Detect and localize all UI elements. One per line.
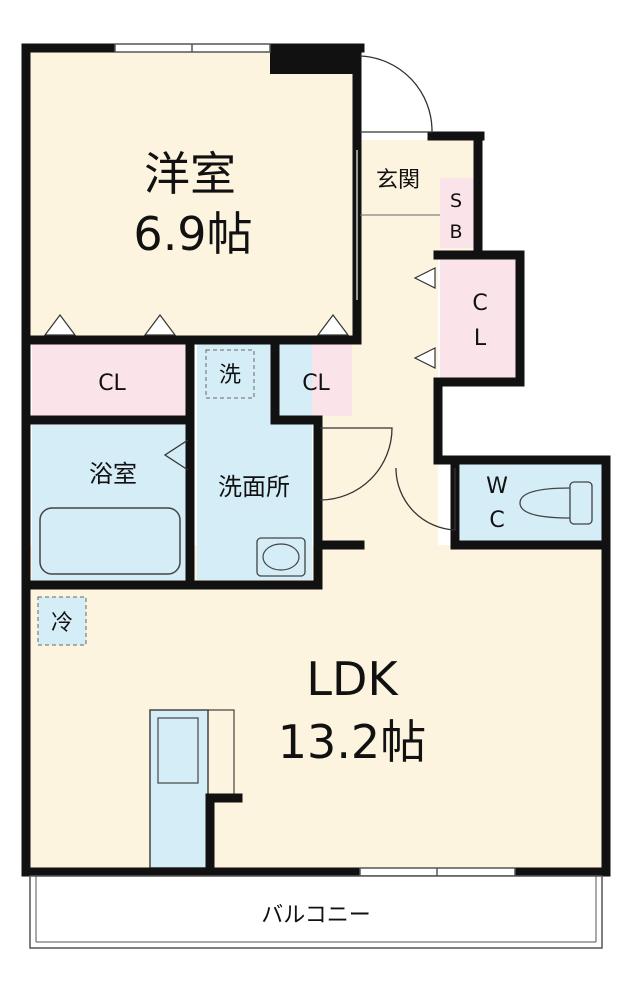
shoe-box-label-bottom: B xyxy=(449,221,462,243)
western-room-area xyxy=(30,52,357,340)
kitchen-counter xyxy=(149,709,209,869)
shoe-box-label-top: S xyxy=(450,190,462,212)
western-room-name: 洋室 xyxy=(144,147,236,201)
fridge-label: 冷 xyxy=(51,611,73,636)
closet-right xyxy=(440,258,516,378)
fridge-space xyxy=(37,596,87,646)
toilet-label-top: W xyxy=(486,474,508,499)
bathroom-area xyxy=(32,425,190,580)
toilet-area xyxy=(460,462,602,542)
bath-door xyxy=(163,439,189,471)
ldk-name: LDK xyxy=(306,652,399,706)
bath-label: 浴室 xyxy=(89,460,137,488)
closet-mid-label: CL xyxy=(302,371,330,396)
toilet-label-bottom: C xyxy=(489,508,504,533)
entrance-label: 玄関 xyxy=(376,168,420,193)
wash-basin xyxy=(256,537,306,577)
closet-door-markers xyxy=(43,267,436,369)
toilet-tank xyxy=(569,481,593,525)
ldk-size: 13.2帖 xyxy=(278,715,426,769)
balcony-label: バルコニー xyxy=(261,903,371,928)
pillar xyxy=(270,44,358,74)
kitchen-partition xyxy=(208,709,235,795)
shoe-box xyxy=(440,178,474,248)
washroom-door xyxy=(319,427,393,501)
closet-left xyxy=(32,343,188,416)
kitchen-sink xyxy=(157,717,199,784)
ldk-left-area xyxy=(30,585,320,605)
bathtub xyxy=(39,507,181,575)
western-room-size: 6.9帖 xyxy=(133,207,252,261)
washer-space xyxy=(205,349,255,399)
closet-right-label-bottom: L xyxy=(474,326,487,351)
toilet-door xyxy=(395,468,456,531)
balcony-area xyxy=(29,875,603,949)
closet-left-label: CL xyxy=(98,371,126,396)
closet-right-label-top: C xyxy=(472,291,487,316)
washroom-label: 洗面所 xyxy=(218,473,290,501)
wash-basin-bowl xyxy=(262,543,300,571)
washer-label: 洗 xyxy=(219,363,241,388)
entrance-door xyxy=(359,55,433,133)
toilet-bowl xyxy=(519,487,571,519)
